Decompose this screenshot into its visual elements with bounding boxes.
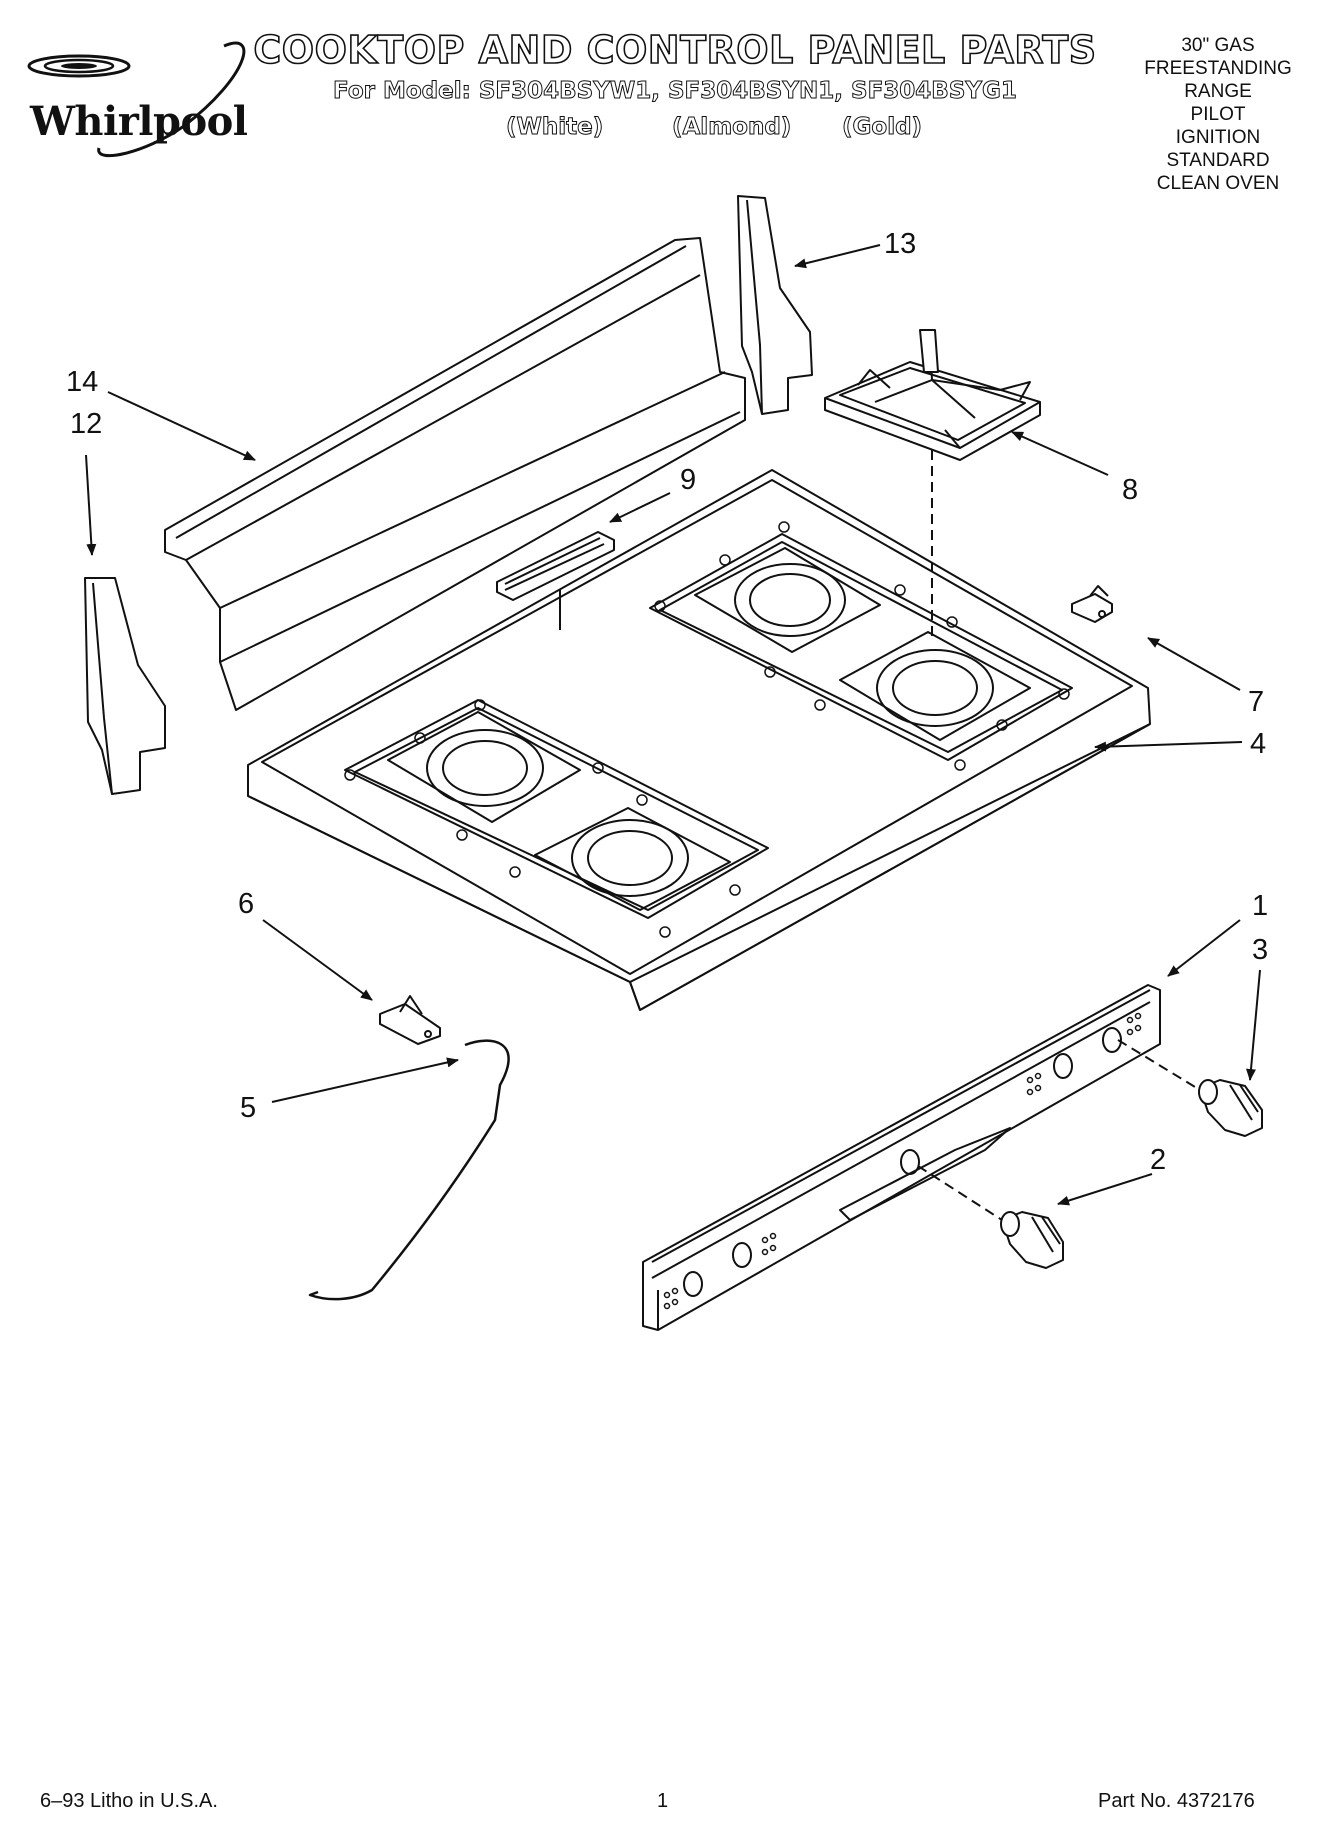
thermocouple-wire-part — [308, 1039, 510, 1301]
leader-8 — [1011, 431, 1109, 476]
leader-4 — [1094, 741, 1243, 752]
vent-part — [496, 531, 615, 630]
leader-12 — [85, 454, 97, 556]
leader-9 — [609, 492, 671, 523]
knob-center-part — [1000, 1211, 1064, 1269]
leader-1 — [1167, 919, 1241, 977]
callout-6: 6 — [238, 888, 255, 920]
knob-center-alignment-line — [917, 1165, 1003, 1221]
color-white: (White) — [505, 114, 604, 141]
callout-7: 7 — [1248, 686, 1265, 718]
backguard-part — [164, 237, 746, 711]
callout-9: 9 — [680, 464, 697, 496]
callout-8: 8 — [1122, 474, 1139, 506]
right-bracket-part — [1071, 585, 1113, 623]
footer-print-date: 6–93 Litho in U.S.A. — [40, 1790, 218, 1812]
whirlpool-logo: Whirlpool — [24, 36, 254, 166]
callout-2: 2 — [1150, 1144, 1167, 1176]
spec-line: IGNITION — [1175, 127, 1261, 148]
callout-13: 13 — [884, 228, 917, 260]
footer-page-number: 1 — [657, 1790, 669, 1812]
spec-line: RANGE — [1184, 81, 1252, 102]
model-list: For Model: SF304BSYW1, SF304BSYN1, SF304… — [333, 78, 1018, 105]
leader-5 — [271, 1057, 459, 1103]
page-title: COOKTOP AND CONTROL PANEL PARTS — [253, 27, 1097, 73]
leader-14 — [107, 391, 256, 461]
spec-line: CLEAN OVEN — [1156, 173, 1280, 194]
callout-1: 1 — [1252, 890, 1269, 922]
spec-line: FREESTANDING — [1144, 58, 1292, 79]
callout-12: 12 — [70, 408, 103, 440]
callout-14: 14 — [66, 366, 99, 398]
color-almond: (Almond) — [671, 114, 792, 141]
knob-right-part — [1198, 1079, 1263, 1137]
spec-line: 30" GAS — [1181, 35, 1255, 56]
callout-3: 3 — [1252, 934, 1269, 966]
knob-right-alignment-line — [1117, 1039, 1201, 1091]
left-end-cap-part — [84, 577, 166, 795]
callout-4: 4 — [1250, 728, 1267, 760]
callout-5: 5 — [240, 1092, 257, 1124]
color-gold: (Gold) — [841, 114, 923, 141]
logo-swirl-icon — [27, 41, 246, 158]
right-end-cap-part — [737, 195, 813, 415]
leader-arrows — [85, 244, 1261, 1206]
spec-line: PILOT — [1190, 104, 1246, 125]
leader-13 — [794, 244, 881, 269]
logo-wordmark: Whirlpool — [30, 98, 248, 145]
cooktop-part — [247, 469, 1151, 1011]
leader-6 — [262, 919, 373, 1001]
spec-line: STANDARD — [1166, 150, 1270, 171]
leader-3 — [1246, 969, 1261, 1081]
grate-part — [824, 329, 1041, 461]
footer-part-number: Part No. 4372176 — [1098, 1790, 1255, 1812]
leader-7 — [1147, 637, 1241, 691]
leader-2 — [1057, 1173, 1153, 1206]
left-bracket-part — [379, 995, 441, 1045]
control-panel-part — [642, 984, 1161, 1331]
range-spec-block: 30" GAS FREESTANDING RANGE PILOT IGNITIO… — [1118, 34, 1318, 195]
